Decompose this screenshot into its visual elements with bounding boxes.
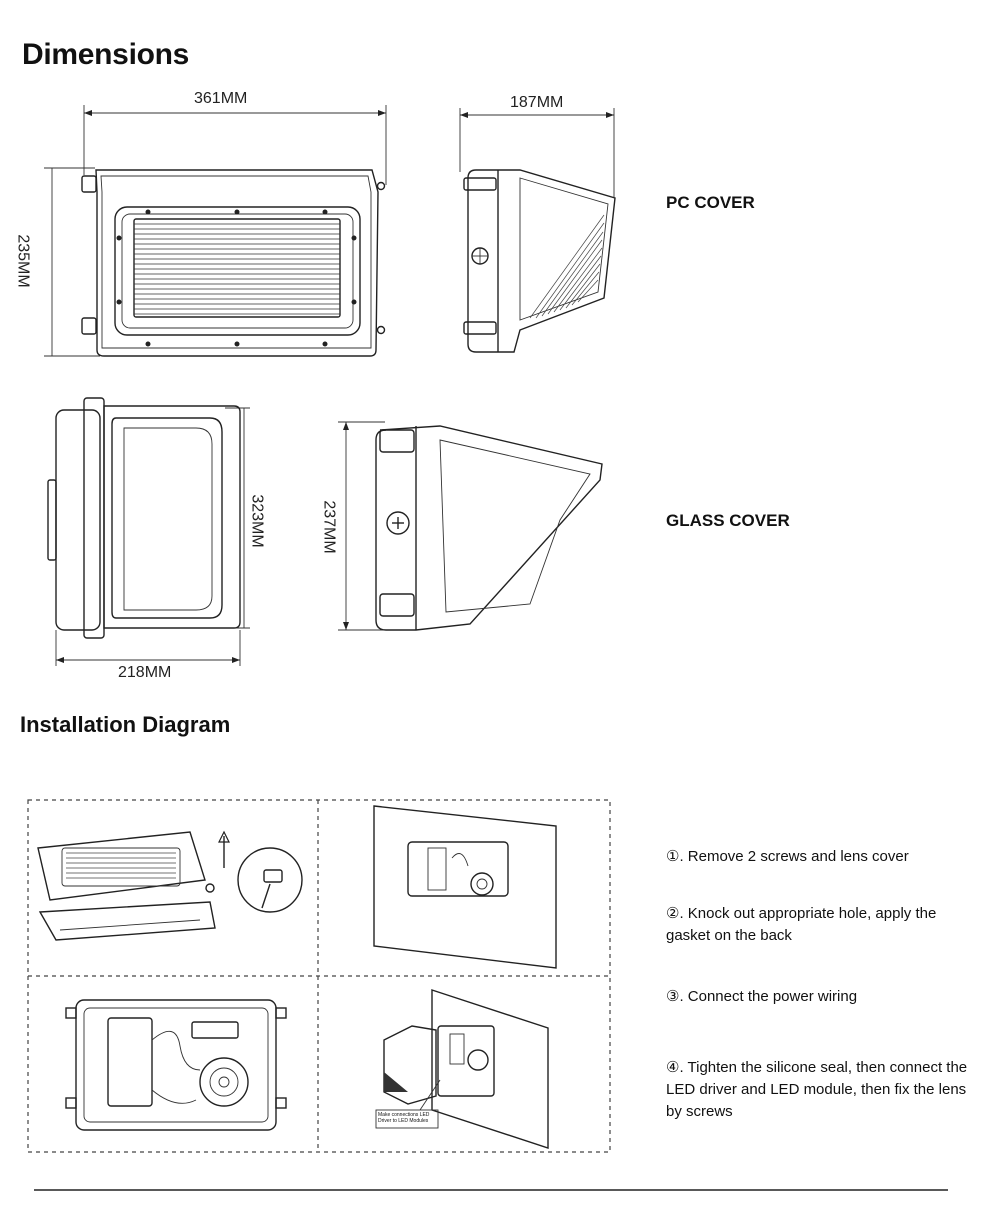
dim-width-361: 361MM [194, 90, 248, 107]
step-1: ①. Remove 2 screws and lens cover [666, 846, 986, 868]
step-4: ④. Tighten the silicone seal, then conne… [666, 1057, 976, 1123]
step-3-marker: ③ [666, 988, 680, 1005]
dim-height-237: 237MM [320, 500, 338, 554]
step-4-text: . Tighten the silicone seal, then connec… [666, 1059, 968, 1120]
side-view-glass-2-drawing [338, 421, 603, 631]
dim-depth-187: 187MM [510, 94, 564, 111]
dim-height-323: 323MM [248, 494, 266, 548]
dim-width-218: 218MM [118, 664, 172, 681]
install-step-1-drawing [37, 830, 303, 941]
step-2-text: . Knock out appropriate hole, apply the … [666, 905, 937, 944]
step-2-marker: ② [666, 905, 680, 922]
install-step-2-drawing [373, 805, 557, 969]
installation-heading: Installation Diagram [20, 712, 231, 737]
dim-height-235: 235MM [14, 234, 32, 288]
step-3-text: . Connect the power wiring [679, 988, 858, 1005]
step-4-marker: ④ [666, 1059, 680, 1076]
side-view-glass-drawing [47, 397, 250, 666]
install-step-3-drawing [65, 999, 287, 1131]
install-step-4-drawing [375, 989, 549, 1149]
step-1-text: . Remove 2 screws and lens cover [679, 848, 909, 865]
dimensions-heading: Dimensions [22, 38, 190, 71]
step-1-marker: ① [666, 848, 680, 865]
glass-cover-label: GLASS COVER [666, 511, 790, 530]
step-3: ③. Connect the power wiring [666, 986, 986, 1008]
side-view-pc-drawing [459, 108, 616, 353]
diagram-caption: Make connections LED Driver to LED Modul… [378, 1112, 430, 1124]
front-view-drawing [44, 105, 387, 357]
pc-cover-label: PC COVER [666, 193, 755, 212]
installation-grid [27, 799, 611, 1153]
step-2: ②. Knock out appropriate hole, apply the… [666, 903, 976, 947]
